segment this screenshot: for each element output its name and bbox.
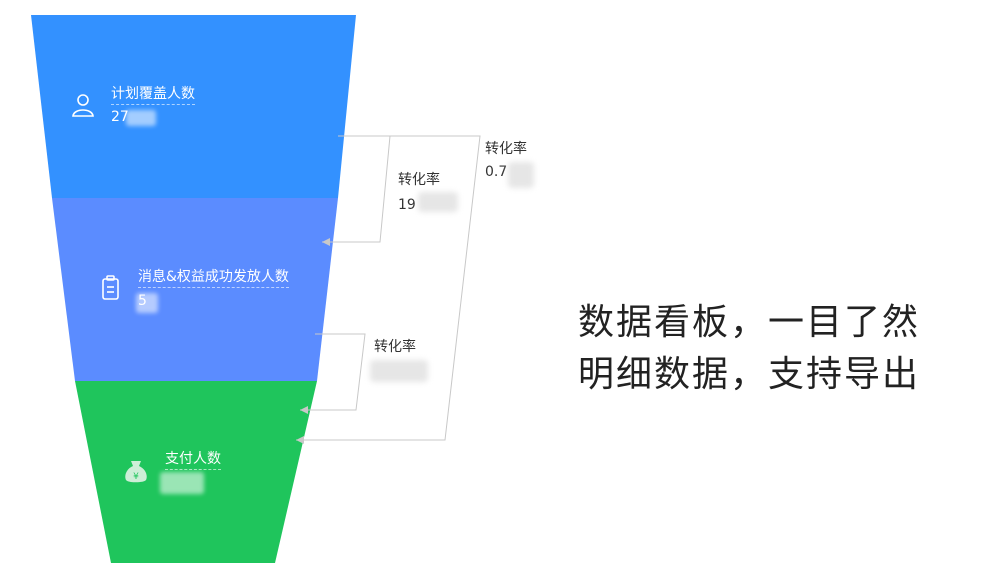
connector-arrow-1 (322, 238, 330, 246)
conversion-3-mask (370, 360, 428, 382)
user-icon (72, 94, 94, 117)
funnel-stage-1-shape[interactable] (31, 15, 356, 198)
conversion-3-label: 转化率 (374, 339, 416, 355)
tagline-line-2: 明细数据，支持导出 (578, 354, 921, 395)
conversion-1-mask (418, 192, 458, 212)
conversion-2-value: 0.7 (485, 164, 508, 180)
stage-1-label: 计划覆盖人数 (111, 85, 195, 105)
stage-1-value-mask (126, 110, 156, 126)
conversion-1-value: 19 (398, 197, 416, 213)
stage-3-label: 支付人数 (165, 450, 221, 470)
stage-2-label: 消息&权益成功发放人数 (138, 268, 289, 288)
stage-2-value-mask (136, 293, 158, 313)
conversion-2-label: 转化率 (485, 141, 527, 157)
tagline-line-1: 数据看板，一目了然 (578, 302, 921, 343)
connector-arrow-3 (300, 406, 308, 414)
conversion-connector-3 (300, 333, 366, 411)
conversion-2-mask (508, 162, 534, 188)
stage-1-value: 27 (111, 109, 129, 125)
connector-arrow-2 (296, 436, 304, 444)
funnel-stage-2-shape[interactable] (52, 198, 338, 381)
stage-3-value-mask (160, 472, 204, 494)
clipboard-icon (102, 275, 119, 300)
conversion-connector-2 (296, 135, 481, 441)
conversion-1-label: 转化率 (398, 172, 440, 188)
money-bag-icon: ¥ (125, 461, 147, 483)
svg-text:¥: ¥ (133, 472, 139, 482)
